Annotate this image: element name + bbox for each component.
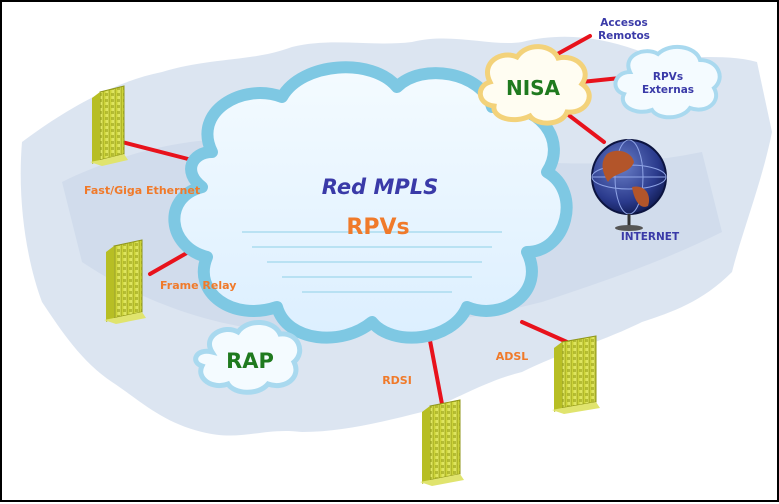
link-internet: [560, 108, 606, 144]
internet-label: INTERNET: [621, 231, 680, 243]
rpvs-externas-cloud: [613, 44, 722, 120]
building-frame-relay-icon: [104, 239, 146, 324]
link-frame-relay: [148, 248, 194, 276]
adsl-label: ADSL: [496, 350, 529, 363]
link-adsl: [520, 320, 569, 344]
rpvs-externas-label-line1: RPVs: [653, 71, 683, 83]
accesos-label-line1: Accesos: [600, 17, 647, 29]
rpvs-externas-label-line2: Externas: [642, 84, 694, 96]
fast-giga-ethernet-label: Fast/Giga Ethernet: [84, 184, 200, 197]
center-title: Red MPLS: [322, 175, 439, 199]
frame-relay-label: Frame Relay: [160, 279, 236, 292]
nisa-cloud: [477, 44, 592, 126]
rdsi-label: RDSI: [382, 374, 412, 387]
mpls-cloud: [168, 61, 573, 344]
rap-cloud: [193, 320, 303, 395]
nisa-label: NISA: [506, 76, 561, 100]
link-fast-ethernet: [120, 140, 194, 162]
accesos-label-line2: Remotos: [598, 30, 650, 42]
building-fast-ethernet-icon: [90, 85, 128, 166]
building-adsl-icon: [552, 335, 600, 414]
link-rdsi: [426, 328, 444, 406]
rap-label: RAP: [226, 349, 274, 373]
building-rdsi-icon: [420, 399, 464, 486]
internet-globe-icon: [591, 139, 667, 231]
center-subtitle: RPVs: [346, 215, 409, 240]
